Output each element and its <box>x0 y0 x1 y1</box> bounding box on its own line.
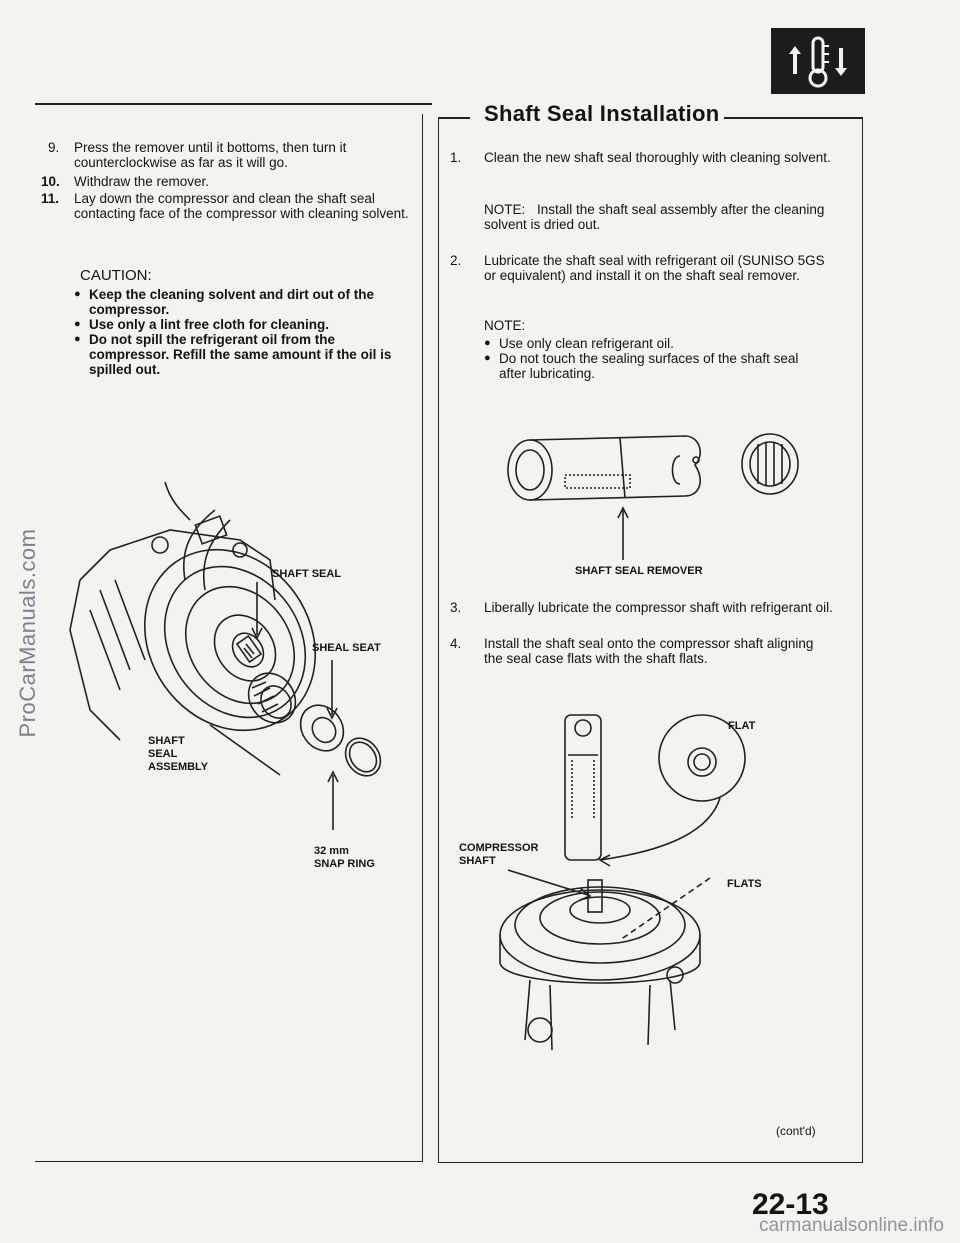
step-text: Lay down the compressor and clean the sh… <box>74 191 409 221</box>
thermometer-icon <box>771 28 865 94</box>
caution-item: Do not spill the refrigerant oil from th… <box>74 332 406 377</box>
label-shaft-seal-assembly: SHAFT SEAL ASSEMBLY <box>148 735 209 773</box>
left-panel-frame <box>35 114 423 1162</box>
label-compressor-shaft: COMPRESSOR SHAFT <box>459 842 539 867</box>
step-number: 11. <box>41 191 60 206</box>
note-item: Use only clean refrigerant oil. <box>484 336 829 351</box>
label-flat: FLAT <box>728 720 756 732</box>
step-text: Liberally lubricate the compressor shaft… <box>484 600 833 615</box>
step-text: Lubricate the shaft seal with refrigeran… <box>484 253 825 283</box>
note-item: Do not touch the sealing surfaces of the… <box>484 351 829 381</box>
step-text: Clean the new shaft seal thoroughly with… <box>484 150 831 165</box>
caution-item: Keep the cleaning solvent and dirt out o… <box>74 287 406 317</box>
label-shaft-seal: SHAFT SEAL <box>272 568 342 580</box>
right-panel-top-rule <box>438 117 470 119</box>
section-title: Shaft Seal Installation <box>480 101 724 127</box>
watermark-carmanualsonline: carmanualsonline.info <box>759 1215 944 1236</box>
step-text: Press the remover until it bottoms, then… <box>74 140 347 170</box>
right-panel-frame <box>438 117 863 1163</box>
label-snap-ring: 32 mm SNAP RING <box>314 845 375 870</box>
note-title: NOTE: <box>484 202 526 217</box>
right-panel-top-rule <box>715 117 862 119</box>
step-number: 4. <box>450 636 462 651</box>
step-number: 10. <box>41 174 60 189</box>
step-number: 2. <box>450 253 462 268</box>
label-shaft-seal-remover: SHAFT SEAL REMOVER <box>575 565 703 577</box>
note-list: Use only clean refrigerant oil. Do not t… <box>484 336 829 381</box>
caution-item: Use only a lint free cloth for cleaning. <box>74 317 406 332</box>
step-number: 9. <box>48 140 60 155</box>
seal-installation-diagram <box>499 714 746 1051</box>
step-text: Withdraw the remover. <box>74 174 210 189</box>
label-sheal-seat: SHEAL SEAT <box>312 642 381 654</box>
label-flats: FLATS <box>727 878 762 890</box>
shaft-seal-remover-diagram <box>507 433 799 560</box>
step-number: 1. <box>450 150 462 165</box>
note-text: Install the shaft seal assembly after th… <box>484 202 825 232</box>
caution-title: CAUTION: <box>80 267 152 284</box>
note-block: NOTE: Install the shaft seal assembly af… <box>484 202 834 232</box>
step-text: Install the shaft seal onto the compress… <box>484 636 814 666</box>
caution-list: Keep the cleaning solvent and dirt out o… <box>74 287 406 377</box>
step-number: 3. <box>450 600 462 615</box>
note-title: NOTE: <box>484 318 526 333</box>
page-number: 22-13 <box>752 1188 829 1221</box>
compressor-exploded-diagram <box>69 481 382 830</box>
left-panel-top-rule <box>35 103 432 105</box>
continued-note: (cont'd) <box>776 1124 816 1138</box>
